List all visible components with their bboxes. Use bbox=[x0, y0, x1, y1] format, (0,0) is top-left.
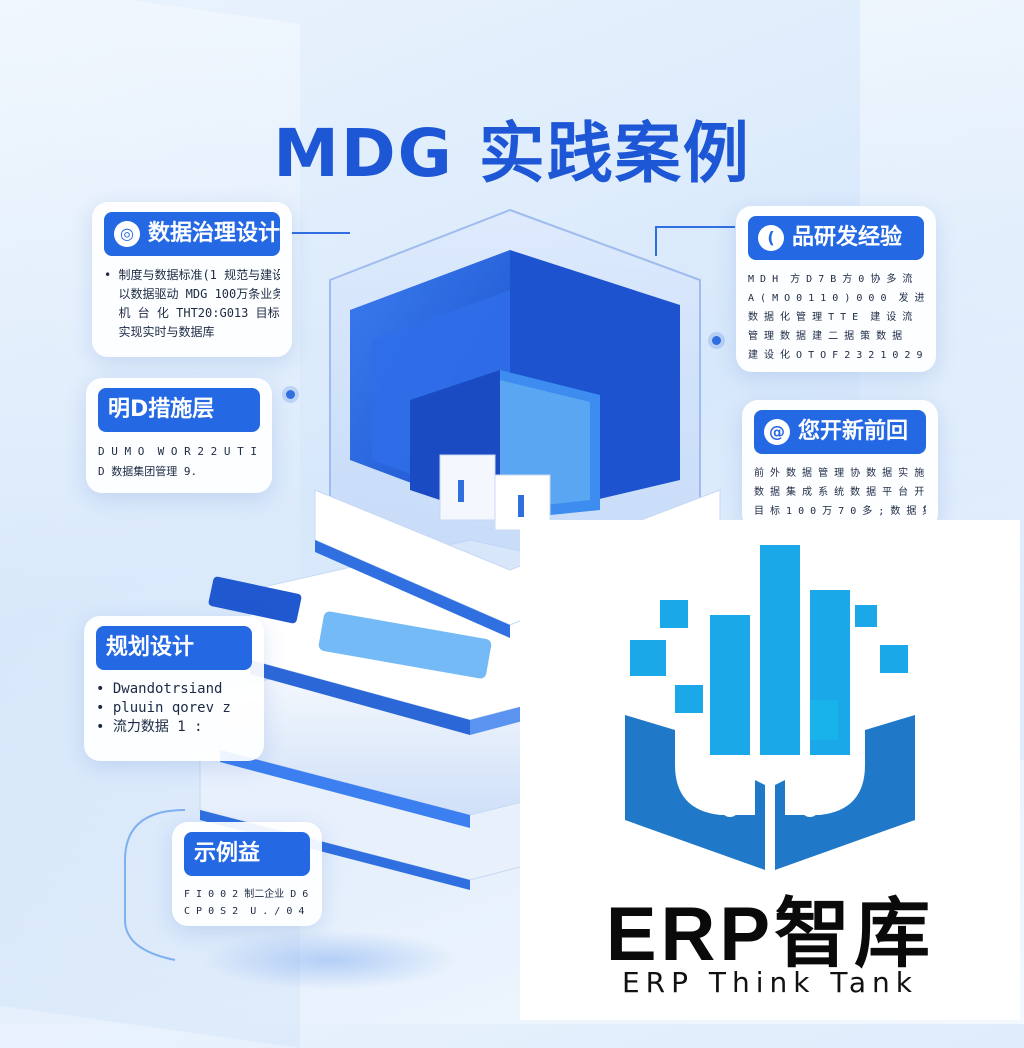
stack-label-bar bbox=[318, 611, 492, 679]
card-top-left-text: • 制度与数据标准(1 规范与建设 以数据驱动 MDG 100万条业务 机 台 … bbox=[104, 268, 280, 339]
connector-top-right bbox=[655, 226, 735, 228]
erp-building-logo-icon bbox=[625, 545, 915, 870]
card-top-right-heading: ( 品研发经验 bbox=[748, 216, 924, 260]
card-lower-left-text: • Dwandotrsiand• pluuin qorev z• 流力数据 1 … bbox=[96, 681, 231, 735]
card-mid-left: 明D措施层 D U M O W O R 2 2 U T I T GD 数据集团管… bbox=[86, 378, 272, 493]
brand-subtitle: ERP Think Tank bbox=[621, 966, 918, 999]
card-mid-right-text: 前 外 数 据 管 理 协 数 据 实 施数 据 集 成 系 统 数 据 平 台… bbox=[754, 468, 926, 517]
target-icon: ◎ bbox=[114, 221, 140, 247]
card-lower-left: 规划设计 • Dwandotrsiand• pluuin qorev z• 流力… bbox=[84, 616, 264, 761]
node-dot-left bbox=[286, 390, 295, 399]
connector-top-left bbox=[290, 232, 350, 234]
bracket-icon: ( bbox=[758, 225, 784, 251]
card-mid-left-heading: 明D措施层 bbox=[98, 388, 260, 432]
connector-bottom-curve bbox=[124, 809, 186, 961]
connector-top-right-drop bbox=[655, 226, 657, 256]
card-bottom-left-text: F I 0 0 2 制二企业 D 6 a 6 0 9 yC P 0 S 2 U … bbox=[184, 889, 309, 917]
card-top-left: ◎ 数据治理设计 • 制度与数据标准(1 规范与建设 以数据驱动 MDG 100… bbox=[92, 202, 292, 357]
background-floor-glow bbox=[200, 930, 460, 990]
node-dot-right bbox=[712, 336, 721, 345]
erp-logo-overlay: ERP智库 ERP Think Tank bbox=[520, 520, 1020, 1020]
card-top-left-heading: ◎ 数据治理设计 bbox=[104, 212, 280, 256]
card-mid-right-heading: @ 您开新前回 bbox=[754, 410, 926, 454]
page-title: MDG 实践案例 bbox=[273, 115, 751, 192]
card-mid-left-text: D U M O W O R 2 2 U T I T GD 数据集团管理 9. bbox=[98, 445, 257, 478]
card-bottom-left: 示例益 F I 0 0 2 制二企业 D 6 a 6 0 9 yC P 0 S … bbox=[172, 822, 322, 926]
card-lower-left-heading: 规划设计 bbox=[96, 626, 252, 670]
white-cube-1 bbox=[439, 454, 496, 521]
swirl-icon: @ bbox=[764, 419, 790, 445]
stack-tag bbox=[208, 576, 302, 624]
card-mid-right: @ 您开新前回 前 外 数 据 管 理 协 数 据 实 施数 据 集 成 系 统… bbox=[742, 400, 938, 530]
brand-title: ERP智库 bbox=[605, 892, 935, 977]
card-bottom-left-heading: 示例益 bbox=[184, 832, 310, 876]
